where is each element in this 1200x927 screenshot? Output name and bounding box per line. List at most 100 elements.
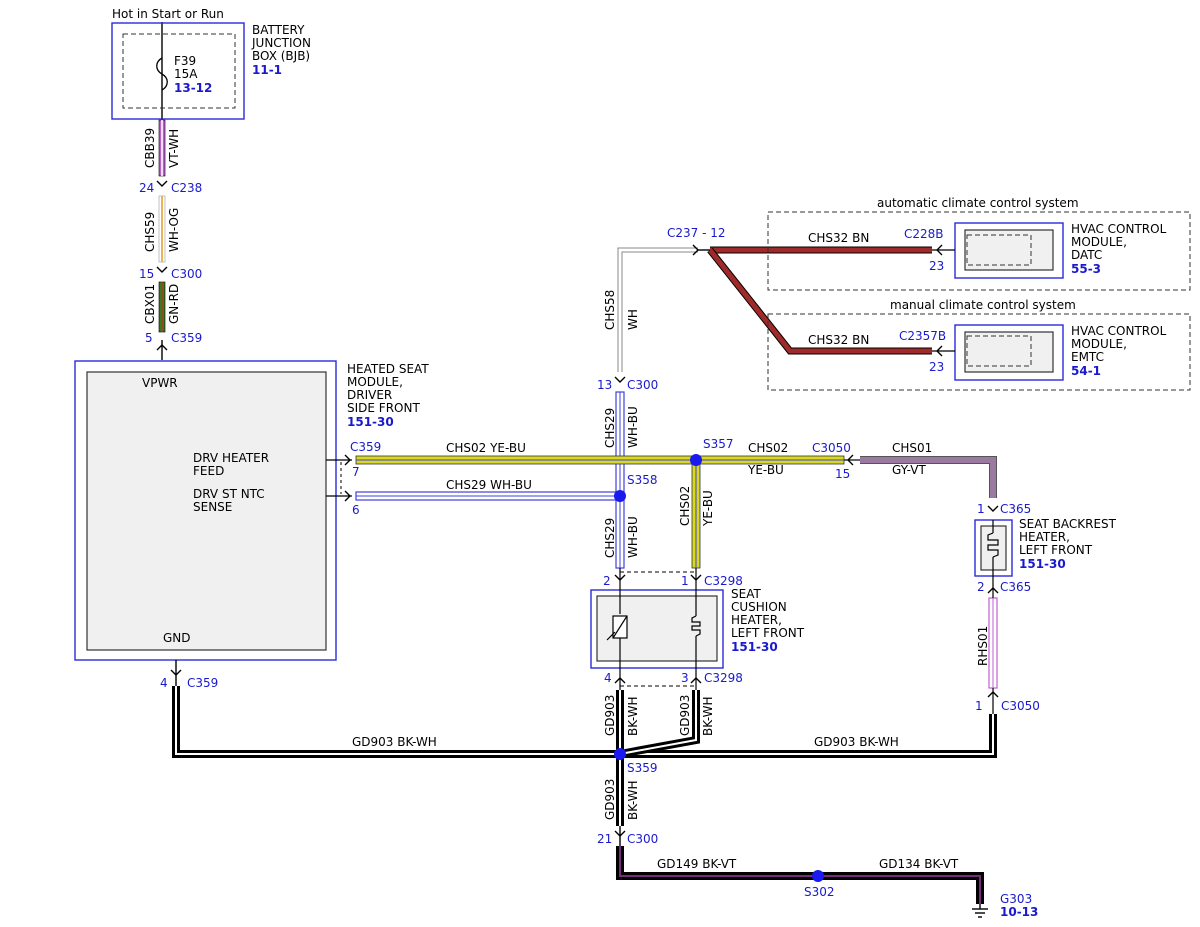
emtc-title-2: MODULE, <box>1071 337 1127 351</box>
wire-chs02-horizontal <box>355 455 697 465</box>
wire-chs32-emtc <box>707 247 932 355</box>
c300-label-mid: C300 <box>627 378 658 392</box>
gd903-lower-label: GD903 <box>603 779 617 820</box>
pin-feed-1: DRV HEATER <box>193 451 269 465</box>
backrest-title-2: HEATER, <box>1019 530 1070 544</box>
wh-bu-upper-label: WH-BU <box>626 406 640 448</box>
seat-cushion-heater <box>590 568 724 690</box>
c300-label-upper: C300 <box>171 267 202 281</box>
wire-chs29-horizontal <box>355 491 621 501</box>
splice-s359 <box>614 748 626 760</box>
wire-chs58 <box>617 247 698 372</box>
wh-og-label: WH-OG <box>167 208 181 252</box>
bk-wh-lower-label: BK-WH <box>626 780 640 820</box>
c3050-label-lower: C3050 <box>1001 699 1040 713</box>
bk-wh-right-label: BK-WH <box>701 696 715 736</box>
ye-bu-right-label: YE-BU <box>747 463 784 477</box>
cushion-title-2: CUSHION <box>731 600 787 614</box>
gd903-bus-left: GD903 BK-WH <box>352 735 437 749</box>
pin-gnd: GND <box>163 631 191 645</box>
gy-vt-label: GY-VT <box>892 463 926 477</box>
pin-sense-1: DRV ST NTC <box>193 487 265 501</box>
g303-label: G303 <box>1000 892 1032 906</box>
wire-gd903 <box>172 686 997 826</box>
pin-5: 5 <box>145 331 153 345</box>
c365-label-upper: C365 <box>1000 502 1031 516</box>
emtc-title-1: HVAC CONTROL <box>1071 324 1167 338</box>
cbb39-label: CBB39 <box>143 128 157 168</box>
c359-arrow-upper <box>156 344 168 351</box>
emtc-title-3: EMTC <box>1071 350 1104 364</box>
pin-24: 24 <box>139 181 154 195</box>
fuse-name: F39 <box>174 54 196 68</box>
supply-label: Hot in Start or Run <box>112 7 224 21</box>
c365-label-lower: C365 <box>1000 580 1031 594</box>
wire-chs59 <box>158 195 166 263</box>
cushion-title-1: SEAT <box>731 587 761 601</box>
pin-4-arrow <box>614 677 626 684</box>
heating-element-icon <box>691 615 701 637</box>
chs32-bn-upper: CHS32 BN <box>808 231 869 245</box>
gd149-label: GD149 BK-VT <box>657 857 737 871</box>
pin-15-c300: 15 <box>139 267 154 281</box>
chs02-right-label: CHS02 <box>748 441 788 455</box>
wire-chs29-lower <box>615 495 625 569</box>
gd903-bus-right: GD903 BK-WH <box>814 735 899 749</box>
c2357b-label: C2357B <box>899 329 946 343</box>
rhs01-label: RHS01 <box>976 626 990 666</box>
wire-cbb39 <box>158 119 166 177</box>
pin-21: 21 <box>597 832 612 846</box>
datc-title-2: MODULE, <box>1071 235 1127 249</box>
splice-s357 <box>690 454 702 466</box>
bjb-ref: 11-1 <box>252 63 282 77</box>
wire-cbx01 <box>158 281 166 333</box>
chs29-wh-bu-label: CHS29 WH-BU <box>446 478 532 492</box>
wire-chs29-upper <box>615 391 625 497</box>
backrest-ref: 151-30 <box>1019 557 1066 571</box>
gn-rd-label: GN-RD <box>167 284 181 324</box>
cushion-ref: 151-30 <box>731 640 778 654</box>
pin-4-c359: 4 <box>160 676 168 690</box>
chs32-bn-lower: CHS32 BN <box>808 333 869 347</box>
c238-label: C238 <box>171 181 202 195</box>
pin-1-c365: 1 <box>977 502 985 516</box>
pin-sense-2: SENSE <box>193 500 232 514</box>
pin-7-arrow <box>344 454 351 466</box>
wire-chs02-vertical <box>691 459 701 569</box>
datc-title-1: HVAC CONTROL <box>1071 222 1167 236</box>
pin-6-arrow <box>344 490 351 502</box>
chs59-label: CHS59 <box>143 212 157 252</box>
chs29-lower-label: CHS29 <box>603 518 617 558</box>
c359-label-mid: C359 <box>350 440 381 454</box>
pin-23-datc: 23 <box>929 259 944 273</box>
fuse-icon <box>156 57 168 91</box>
seat-backrest-heater <box>974 519 1013 577</box>
chs58-label: CHS58 <box>603 290 617 330</box>
hsm-title-2: MODULE, <box>347 375 403 389</box>
s302-label: S302 <box>804 885 835 899</box>
splice-s302 <box>812 870 824 882</box>
cbx01-label: CBX01 <box>143 284 157 324</box>
hsm-title-4: SIDE FRONT <box>347 401 420 415</box>
c3050-label-mid: C3050 <box>812 441 851 455</box>
wh-label: WH <box>626 309 640 330</box>
pin-3-arrow <box>690 677 702 684</box>
g303-ref: 10-13 <box>1000 905 1038 919</box>
hsm-title-3: DRIVER <box>347 388 392 402</box>
c228b-arrow <box>936 244 943 256</box>
c300-arrow-mid <box>614 376 626 383</box>
c228b-label: C228B <box>904 227 944 241</box>
c300-label-lower: C300 <box>627 832 658 846</box>
chs02-ye-bu-label: CHS02 YE-BU <box>446 441 526 455</box>
wire-chs01 <box>860 456 997 498</box>
gd903-left-label: GD903 <box>603 695 617 736</box>
pin-2-c365: 2 <box>977 580 985 594</box>
pin-15-c3050: 15 <box>835 467 850 481</box>
c3298-label-upper: C3298 <box>704 574 743 588</box>
mcc-system-label: manual climate control system <box>890 298 1076 312</box>
pin-1-c3050: 1 <box>975 699 983 713</box>
acc-system-box: automatic climate control system HVAC CO… <box>767 196 1191 291</box>
bk-wh-left-label: BK-WH <box>626 696 640 736</box>
s358-label: S358 <box>627 473 658 487</box>
backrest-title-3: LEFT FRONT <box>1019 543 1093 557</box>
